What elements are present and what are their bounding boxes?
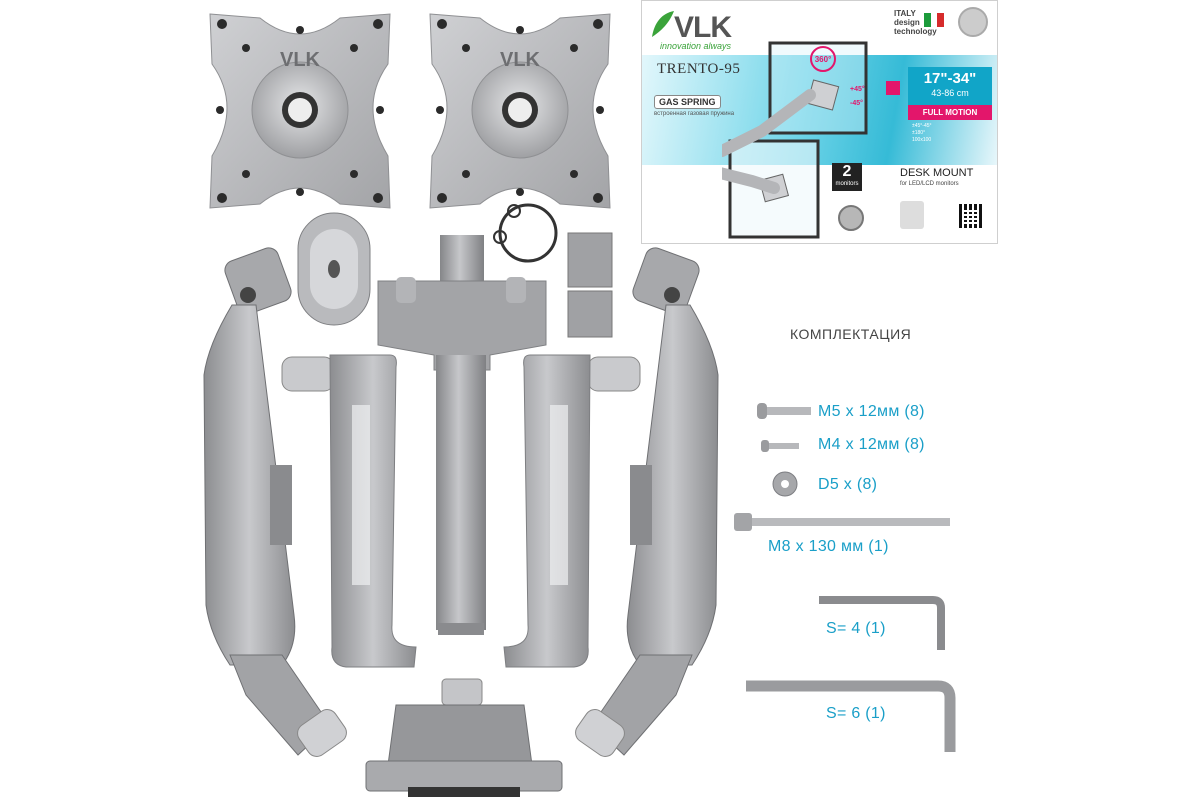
kit-item-m5: M5 x 12мм (8) xyxy=(818,403,925,420)
washer-icon xyxy=(772,471,798,497)
rotation-label: 360° xyxy=(815,55,832,64)
left-inner-arm xyxy=(281,354,417,668)
monitors-count: 2 xyxy=(842,163,852,180)
spec-vesa: 100x100 xyxy=(912,137,932,143)
italy-flag-icon xyxy=(924,13,945,27)
warranty-seal-icon xyxy=(958,7,988,37)
hex-key-4-icon xyxy=(819,596,945,650)
vesa-plate-right: VLK xyxy=(429,13,611,209)
kit-item-s4: S= 4 (1) xyxy=(826,620,886,637)
gas-spring-badge: GAS SPRING xyxy=(654,95,721,109)
desk-clamp-base xyxy=(365,678,563,797)
tilt-down-label: -45° xyxy=(850,99,863,107)
box-brand-logo: VLK xyxy=(674,11,732,44)
gas-spring-subtitle: встроенная газовая пружина xyxy=(654,111,735,117)
bolt-m8-icon xyxy=(734,513,950,531)
plate-right-brand: VLK xyxy=(500,49,541,71)
mount-parts xyxy=(203,203,719,797)
plate-left-brand: VLK xyxy=(280,49,321,71)
certification-badge-icon xyxy=(838,205,864,231)
kit-item-m4: M4 x 12мм (8) xyxy=(818,436,925,453)
snap-ring xyxy=(493,203,558,263)
monitors-count-badge: 2 monitors xyxy=(832,163,862,191)
monitor-mode-icon xyxy=(886,81,900,95)
leaf-logo-icon xyxy=(652,11,674,37)
cable-clips xyxy=(567,232,613,338)
product-box: VLK innovation always TRENTO-95 GAS SPRI… xyxy=(641,0,998,244)
kit-item-m8: M8 x 130 мм (1) xyxy=(768,538,889,555)
kit-title: КОМПЛЕКТАЦИЯ xyxy=(790,326,912,342)
tilt-up-label: +45° xyxy=(850,85,865,93)
box-product-illustration: 360° +45° -45° xyxy=(722,41,868,239)
monitors-label: monitors xyxy=(835,181,859,187)
size-range-cm: 43-86 cm xyxy=(931,88,969,98)
spec-swivel: ±180° xyxy=(912,130,926,136)
qr-code-icon xyxy=(959,204,983,228)
spec-tilt: ±45°-45° xyxy=(912,123,932,129)
vesa-plate-left: VLK xyxy=(209,13,391,209)
screw-m5-icon xyxy=(757,403,811,419)
center-pole xyxy=(377,235,547,635)
right-outer-arm xyxy=(575,247,719,757)
kit-item-d5: D5 x (8) xyxy=(818,476,878,493)
kit-item-s6: S= 6 (1) xyxy=(826,705,886,722)
screw-m4-icon xyxy=(761,440,799,452)
right-inner-arm xyxy=(503,354,641,668)
italy-design-label: ITALY design technology xyxy=(894,9,937,36)
desk-mount-title: DESK MOUNT xyxy=(900,167,974,179)
desk-mount-subtitle: for LED/LCD monitors xyxy=(900,181,959,187)
hex-key-6-icon xyxy=(746,680,956,752)
left-outer-arm xyxy=(203,247,347,757)
box-specs: ±45°-45° ±180° 100x100 xyxy=(912,123,990,144)
cable-grommet-cover xyxy=(297,212,371,326)
size-range-inches: 17"-34" xyxy=(923,70,977,87)
vesa-plates: VLK VLK xyxy=(209,13,611,209)
full-motion-badge: FULL MOTION xyxy=(908,105,992,120)
box-tagline: innovation always xyxy=(660,41,732,51)
award-badge-icon xyxy=(900,201,924,229)
box-model-name: TRENTO-95 xyxy=(657,61,741,77)
